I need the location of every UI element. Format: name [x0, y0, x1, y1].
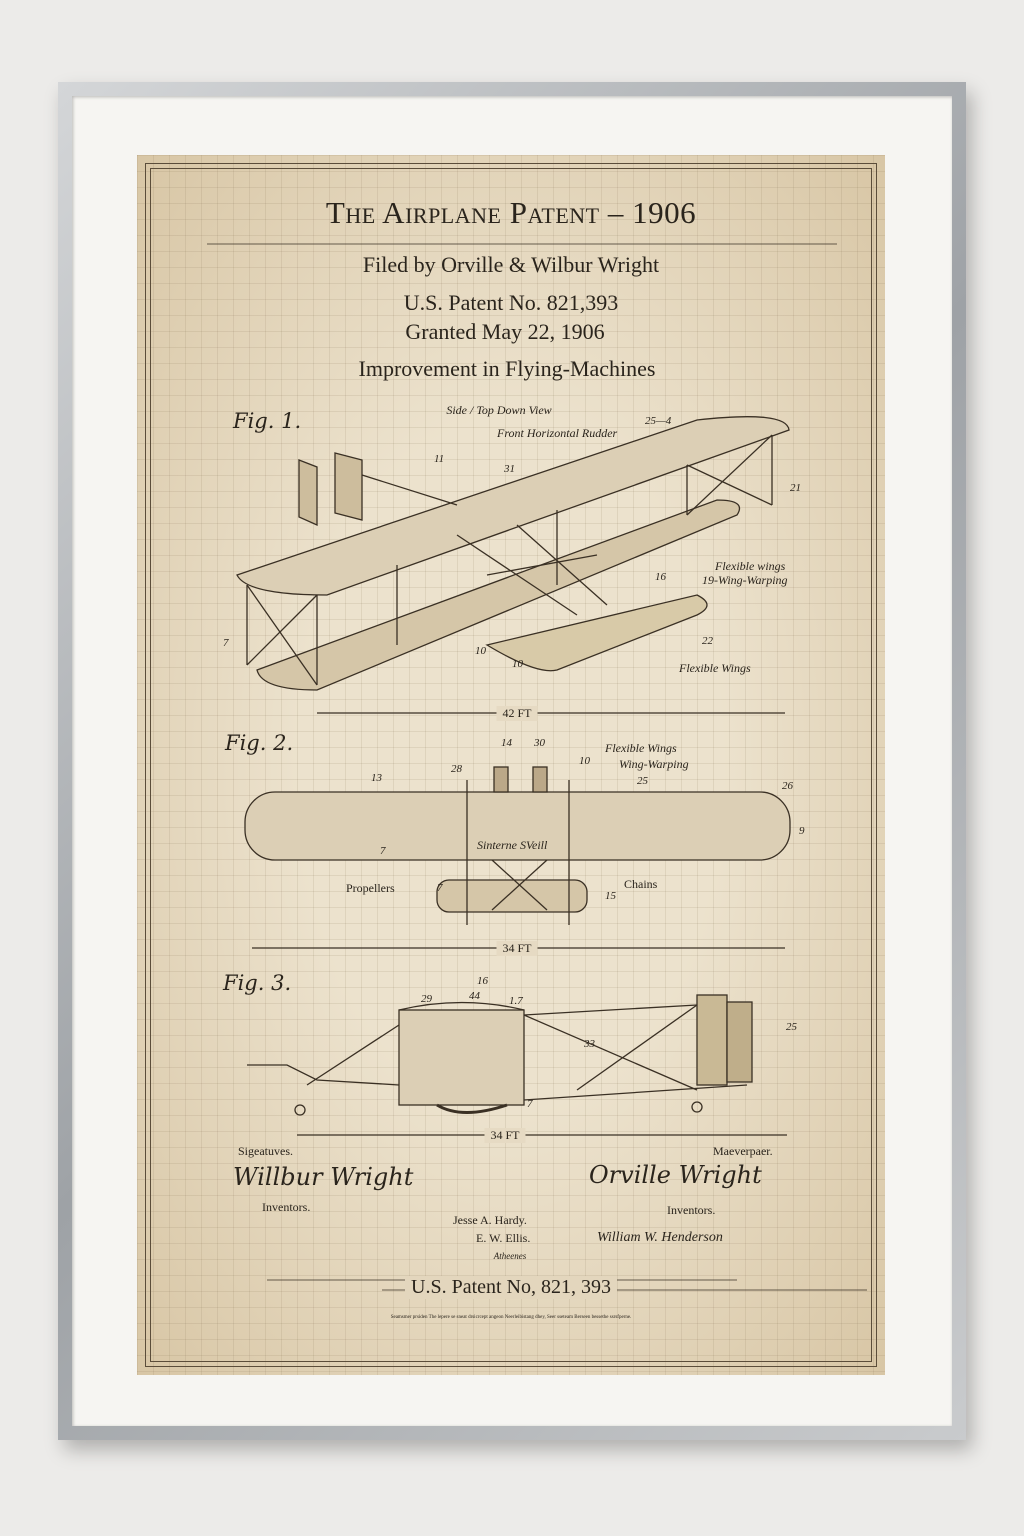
fig3-label: Fig. 3. — [223, 971, 292, 995]
inventors-label-left: Inventors. — [262, 1200, 311, 1214]
fig2-ref-number: 15 — [605, 890, 616, 902]
fig2-ref-number: 13 — [371, 772, 382, 784]
fig2-ref-number: 25 — [637, 775, 648, 787]
border-outer — [145, 163, 877, 1367]
fig1-view-label: Side / Top Down View — [446, 403, 552, 417]
inventors-label-right: Inventors. — [667, 1203, 716, 1217]
wilbur-signature: Willbur Wright — [233, 1163, 414, 1191]
fig2-dimension: 34 FT — [496, 941, 538, 956]
fig1-label: Fig. 1. — [233, 409, 302, 433]
signatures-heading: Sigeatuves. — [238, 1144, 293, 1158]
orville-signature: Orville Wright — [589, 1161, 762, 1189]
right-heading: Maeverpaer. — [713, 1144, 773, 1158]
fig2-label: Fig. 2. — [225, 731, 294, 755]
fig2-ref-number: 10 — [579, 755, 590, 767]
fig1-wing-warping-label: 19-Wing-Warping — [702, 573, 788, 587]
fig1-ref-number: 11 — [434, 453, 445, 465]
filed-by: Filed by Orville & Wilbur Wright — [362, 252, 660, 277]
fig2-ref-number: 14 — [501, 737, 512, 749]
witness-1: Jesse A. Hardy. — [453, 1213, 527, 1227]
fig2-chains-label: Chains — [624, 877, 658, 891]
footer-patent-number: U.S. Patent No, 821, 393 — [405, 1276, 617, 1299]
fig1-flexible-wings-label-2: Flexible Wings — [679, 661, 751, 675]
border-inner — [150, 168, 872, 1362]
fig3-ref-number: 7 — [527, 1098, 533, 1110]
fig1-dimension: 42 FT — [496, 706, 538, 721]
fig2-top-view-drawing — [244, 766, 791, 949]
fig3-dimension: 34 FT — [484, 1128, 526, 1143]
fine-print: Seamsmer prsiden The lepere se sneat drs… — [390, 1315, 632, 1320]
fig1-ref-number: 25—4 — [645, 415, 672, 427]
fig3-ref-number: 44 — [469, 990, 480, 1002]
fig2-propellers-label: Propellers — [346, 881, 395, 895]
fig3-ref-number: 1.7 — [509, 995, 523, 1007]
fig3-ref-number: 29 — [421, 993, 432, 1005]
fig1-biplane-drawing — [236, 416, 790, 714]
patent-number: U.S. Patent No. 821,393 — [403, 290, 619, 315]
invention-title: Improvement in Flying-Machines — [358, 356, 656, 381]
fig1-ref-number: 10 — [475, 645, 486, 657]
fig1-ref-number: 16 — [655, 571, 666, 583]
granted-date: Granted May 22, 1906 — [405, 319, 605, 344]
fig3-side-view-drawing — [247, 994, 787, 1136]
fig3-ref-number: 33 — [584, 1038, 595, 1050]
fig1-ref-number: 10 — [512, 658, 523, 670]
fig1-flexible-wings-label: Flexible wings — [715, 559, 786, 573]
fig1-ref-number: 21 — [790, 482, 801, 494]
fig2-wing-warping-label: Wing-Warping — [619, 757, 689, 771]
fig3-ref-number: 16 — [477, 975, 488, 987]
witness-2: E. W. Ellis. — [476, 1231, 531, 1245]
fig1-ref-number: 31 — [504, 463, 515, 475]
fig1-ref-number: 7 — [223, 637, 229, 649]
fig3-ref-number: 25 — [786, 1021, 797, 1033]
fig1-rudder-label: Front Horizontal Rudder — [497, 426, 618, 440]
fig2-ref-number: 7 — [380, 845, 386, 857]
attorney-signature: William W. Henderson — [597, 1230, 723, 1245]
fig2-ref-number: 28 — [451, 763, 462, 775]
poster-title: The Airplane Patent – 1906 — [325, 195, 697, 230]
drawings — [207, 243, 867, 1291]
fig1-ref-number: 22 — [702, 635, 713, 647]
patent-poster: The Airplane Patent – 1906 Filed by Orvi… — [137, 155, 885, 1375]
fig2-ref-number: 7 — [437, 882, 443, 894]
fig2-ref-number: 26 — [782, 780, 793, 792]
fig2-ref-number: 30 — [534, 737, 545, 749]
fig2-center-label: Sinterne SVeill — [477, 838, 548, 852]
attorneys-label: Atheenes — [493, 1251, 527, 1261]
fig2-flexible-wings-label: Flexible Wings — [605, 741, 677, 755]
fig2-ref-number: 9 — [799, 825, 805, 837]
